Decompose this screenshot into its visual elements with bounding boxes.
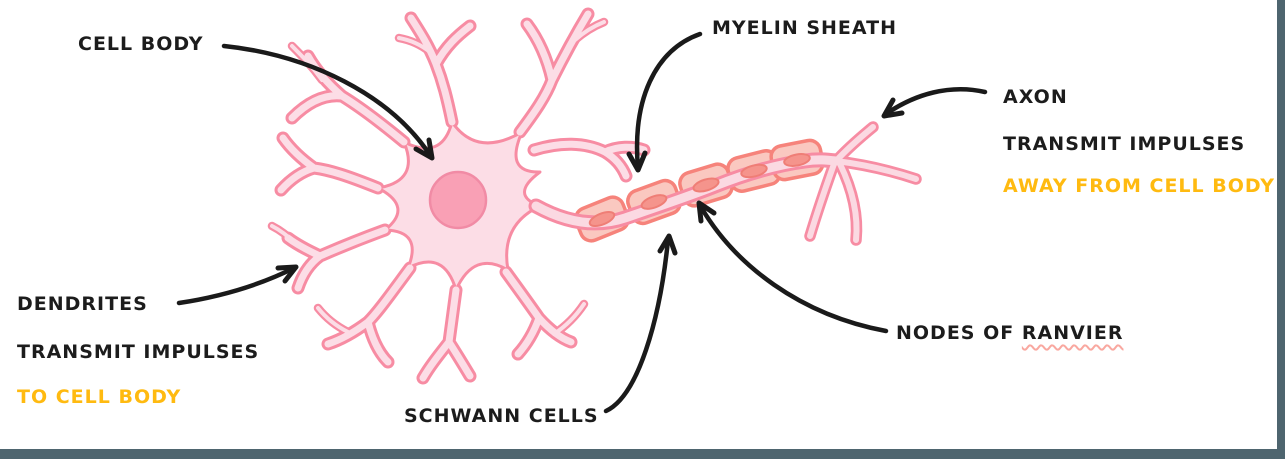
schwann-cell-nucleus	[740, 163, 768, 179]
cell-body-label: CELL BODY	[78, 33, 204, 55]
myelin-sheath-arrow	[626, 31, 703, 173]
axon-function-line1: TRANSMIT IMPULSES	[1003, 133, 1246, 155]
myelin-sheath-label: MYELIN SHEATH	[712, 17, 897, 39]
nucleus	[428, 170, 488, 230]
frame-edge-right	[1277, 0, 1285, 459]
dendrites-function-line2: TO CELL BODY	[17, 386, 182, 408]
schwann-cell-nucleus	[640, 194, 668, 210]
nodes-of-ranvier-label: NODES OF RANVIER	[896, 322, 1123, 344]
whiteboard-canvas: CELL BODY MYELIN SHEATH AXON TRANSMIT IM…	[0, 0, 1278, 450]
cell-body-arrow	[221, 43, 435, 161]
nodes-of-ranvier-word: RANVIER	[1021, 322, 1124, 344]
schwann-cell-nucleus	[692, 177, 720, 193]
schwann-cell-nuclei	[588, 153, 811, 228]
schwann-cells-arrow	[603, 233, 678, 414]
dendrites-function-line1: TRANSMIT IMPULSES	[17, 341, 260, 363]
axon-function-line2: AWAY FROM CELL BODY	[1003, 175, 1276, 197]
axon-label: AXON	[1003, 86, 1068, 108]
dendrites-arrow	[176, 264, 299, 306]
frame-edge-bottom	[0, 449, 1285, 459]
schwann-cells-label: SCHWANN CELLS	[404, 405, 599, 427]
axon-arrow	[881, 87, 988, 119]
nodes-of-ranvier-arrow	[696, 200, 889, 334]
schwann-cell-nucleus	[588, 210, 616, 228]
nodes-of-ranvier-prefix: NODES OF	[896, 322, 1022, 344]
neuron-diagram	[176, 0, 988, 414]
schwann-cell-nucleus	[783, 153, 811, 167]
dendrites-label: DENDRITES	[17, 293, 148, 315]
